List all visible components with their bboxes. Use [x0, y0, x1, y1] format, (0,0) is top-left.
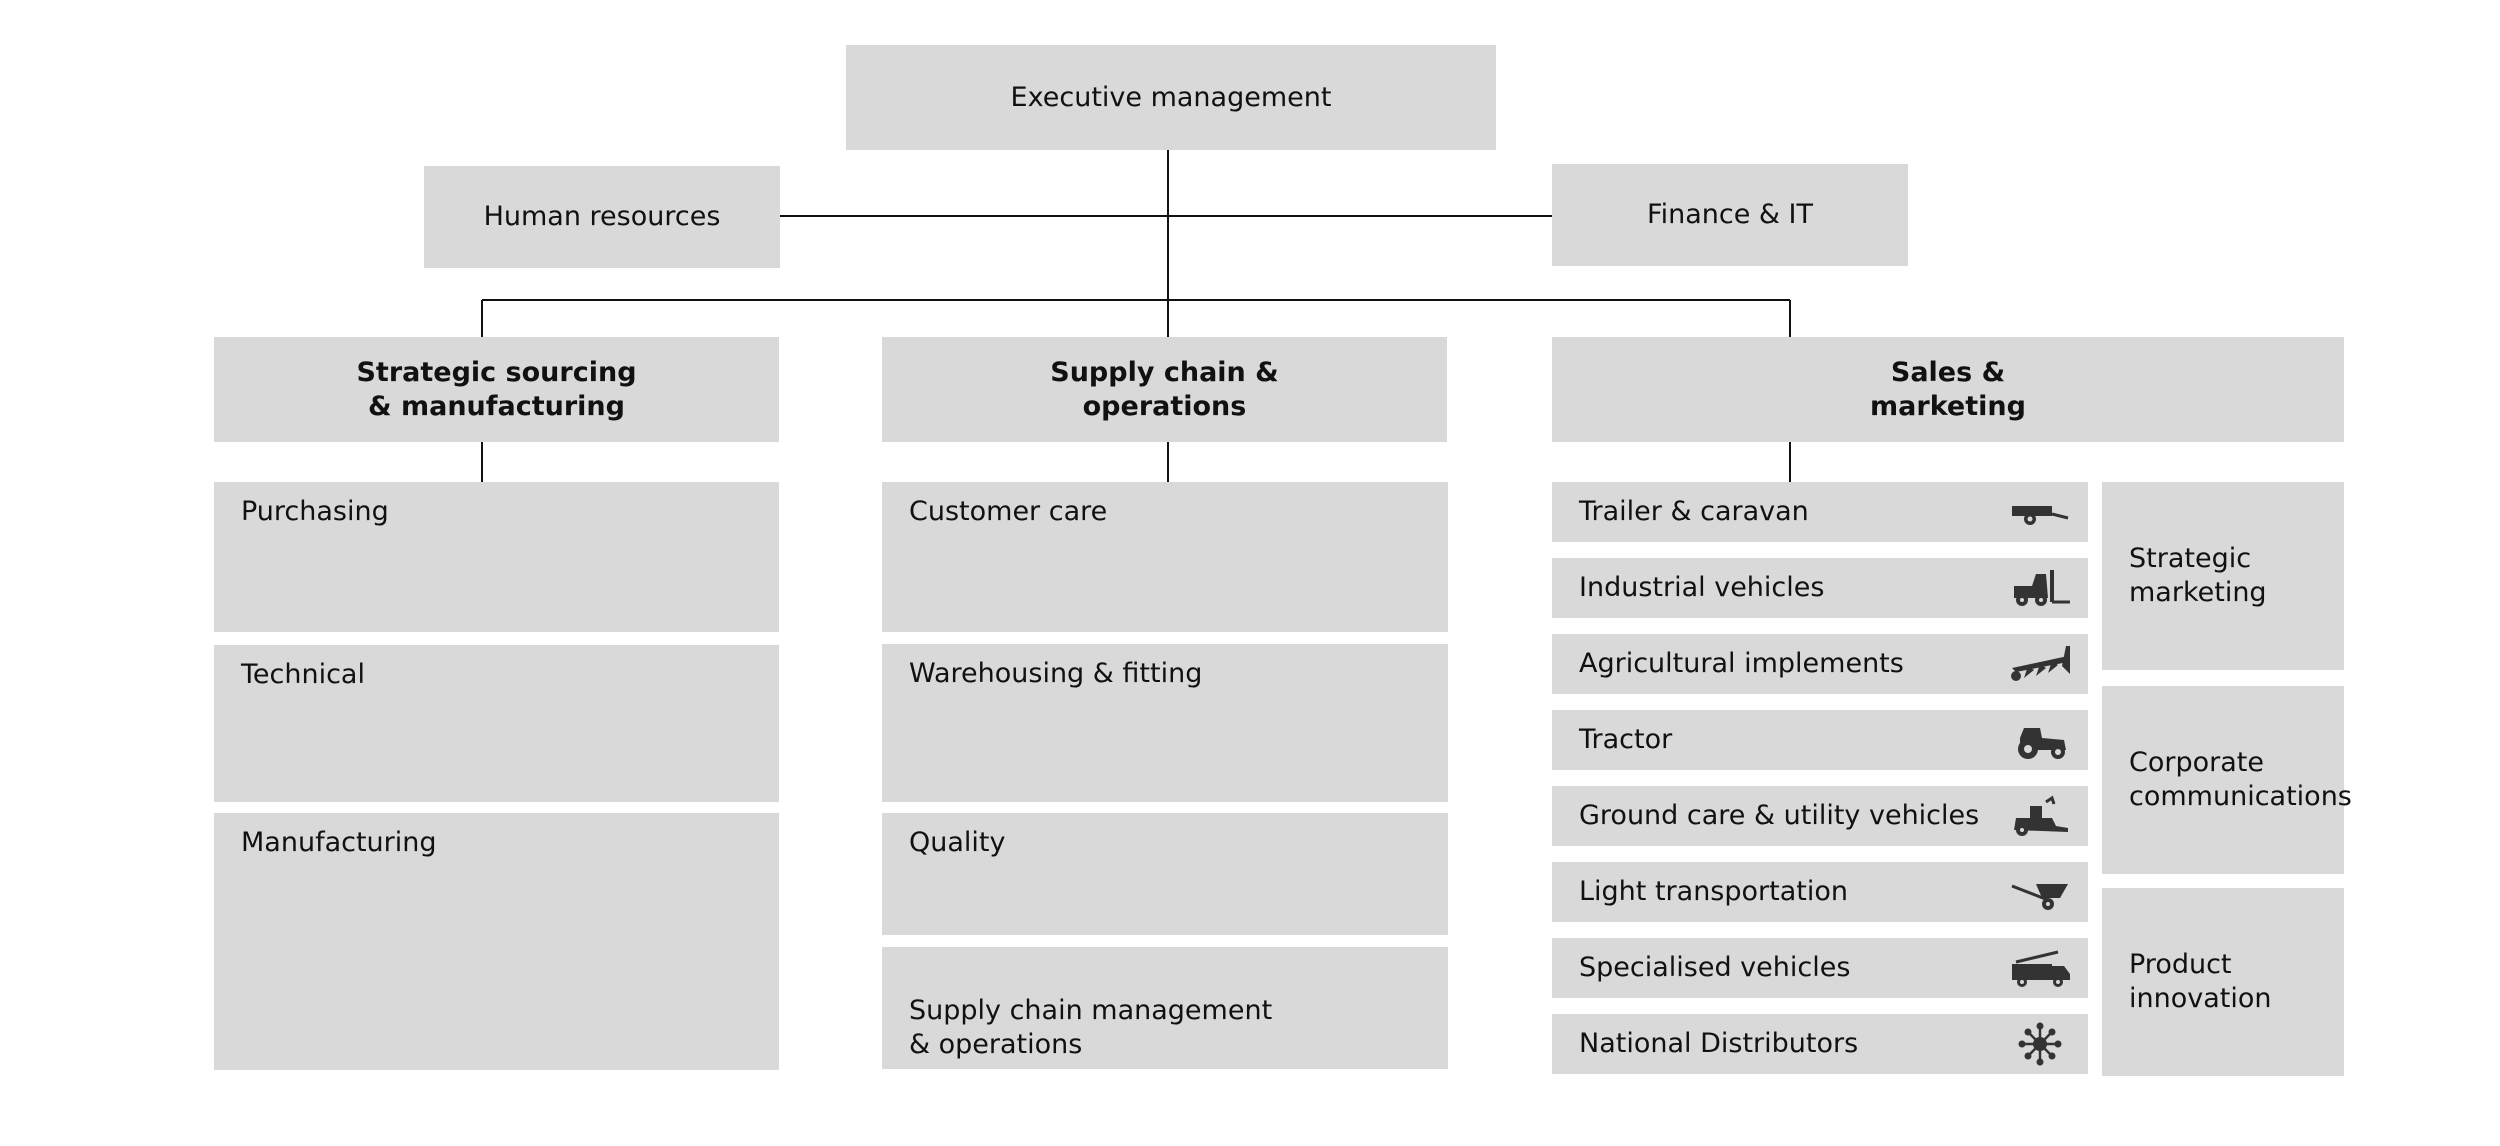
fire-truck-icon: [2012, 950, 2070, 987]
division-header-supply-chain: Supply chain & operations: [882, 337, 1447, 442]
unit-customer-care: Customer care: [882, 482, 1448, 632]
segment-ground-care: Ground care & utility vehicles: [1552, 786, 2088, 846]
function-corporate-communications: Corporate communications: [2102, 686, 2352, 874]
tractor-icon: [2018, 728, 2066, 759]
segment-specialised-vehicles: Specialised vehicles: [1552, 938, 2088, 998]
unit-supply-chain-management: Supply chain management & operations: [882, 947, 1448, 1069]
division-header-sales: Sales & marketing: [1552, 337, 2344, 442]
segment-label: Trailer & caravan: [1579, 496, 1809, 527]
unit-label: Supply chain management & operations: [909, 995, 1273, 1060]
segment-national-distributors: National Distributors: [1552, 1014, 2088, 1074]
wheelbarrow-icon: [2011, 884, 2068, 910]
function-label: Corporate communications: [2129, 747, 2352, 812]
executive-management-box: Executive management: [846, 45, 1496, 150]
unit-label: Quality: [909, 827, 1006, 858]
segment-light-transportation: Light transportation: [1552, 862, 2088, 922]
finance-it-label: Finance & IT: [1647, 199, 1813, 230]
segment-agricultural-implements: Agricultural implements: [1552, 634, 2088, 694]
function-label: Product innovation: [2129, 949, 2272, 1014]
human-resources-box: Human resources: [424, 166, 780, 268]
segment-trailer-caravan: Trailer & caravan: [1552, 482, 2088, 542]
plough-icon: [2011, 646, 2070, 681]
unit-label: Purchasing: [241, 496, 389, 527]
segment-label: National Distributors: [1579, 1028, 1859, 1059]
segment-tractor: Tractor: [1552, 710, 2088, 770]
division-title: Strategic sourcing & manufacturing: [356, 356, 637, 422]
segment-industrial-vehicles: Industrial vehicles: [1552, 558, 2088, 618]
unit-label: Technical: [241, 659, 365, 690]
human-resources-label: Human resources: [483, 201, 721, 232]
trailer-icon: [2012, 506, 2069, 525]
unit-quality: Quality: [882, 813, 1448, 935]
function-strategic-marketing: Strategic marketing: [2102, 482, 2344, 670]
finance-it-box: Finance & IT: [1552, 164, 1908, 266]
unit-manufacturing: Manufacturing: [214, 813, 779, 1070]
lawn-mower-icon: [2014, 795, 2068, 836]
forklift-icon: [2014, 570, 2070, 606]
segment-label: Agricultural implements: [1579, 648, 1904, 679]
unit-technical: Technical: [214, 645, 779, 802]
unit-label: Manufacturing: [241, 827, 437, 858]
function-label: Strategic marketing: [2129, 543, 2267, 608]
division-title: Supply chain & operations: [1050, 356, 1279, 422]
segment-label: Specialised vehicles: [1579, 952, 1851, 983]
function-product-innovation: Product innovation: [2102, 888, 2344, 1076]
unit-purchasing: Purchasing: [214, 482, 779, 632]
unit-label: Customer care: [909, 496, 1108, 527]
unit-label: Warehousing & fitting: [909, 658, 1203, 689]
unit-warehousing-fitting: Warehousing & fitting: [882, 644, 1448, 802]
division-header-sourcing: Strategic sourcing & manufacturing: [214, 337, 779, 442]
segment-label: Tractor: [1579, 724, 1673, 755]
segment-label: Ground care & utility vehicles: [1579, 800, 1980, 831]
network-hub-icon: [2018, 1022, 2062, 1066]
segment-label: Industrial vehicles: [1579, 572, 1825, 603]
division-title: Sales & marketing: [1870, 356, 2026, 422]
executive-management-label: Executive management: [1010, 81, 1332, 113]
segment-label: Light transportation: [1579, 876, 1848, 907]
